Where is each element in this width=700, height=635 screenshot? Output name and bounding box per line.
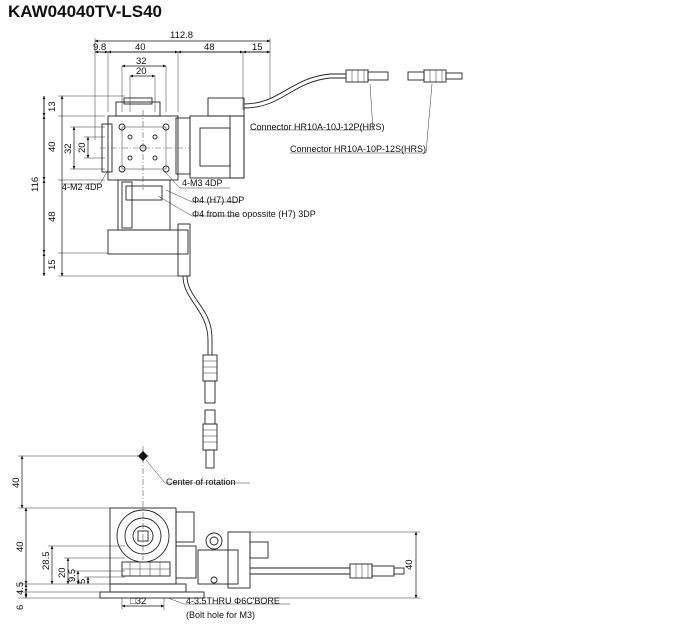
- dim-40-center-height: 40: [11, 477, 22, 488]
- dim-20-width: 20: [136, 66, 147, 77]
- dim-13: 13: [47, 101, 58, 112]
- note-pin-hole: Φ4 (H7) 4DP: [192, 195, 244, 205]
- dim-116: 116: [30, 177, 41, 192]
- dim-4-5: 4.5: [15, 582, 26, 595]
- dim-40-height: 40: [47, 141, 58, 152]
- dim-15-height: 15: [47, 259, 58, 270]
- dim-48-height: 48: [47, 211, 58, 222]
- note-connector-12p: Connector HR10A-10J-12P(HRS): [250, 122, 385, 132]
- dim-20-front: 20: [57, 567, 68, 578]
- note-m2-tap: 4-M2 4DP: [62, 182, 103, 192]
- dim-112-8: 112.8: [170, 30, 193, 41]
- note-m3-tap: 4-M3 4DP: [182, 178, 223, 188]
- top-view: 112.8 9.8 40 48 15 32 20 13 40 32 20 116…: [30, 30, 463, 469]
- front-view: Center of rotation 40 40 28.5 20 9.5 5 4…: [11, 446, 420, 620]
- dim-15: 15: [252, 42, 263, 53]
- dim-6: 6: [15, 605, 26, 610]
- drawing-title: KAW04040TV-LS40: [8, 2, 163, 21]
- dim-9-5: 9.5: [67, 569, 78, 582]
- note-connector-12s: Connector HR10A-10P-12S(HRS): [290, 144, 426, 154]
- dim-square-32: □32: [130, 596, 146, 607]
- note-bolt-hole: (Bolt hole for M3): [186, 610, 255, 620]
- note-thru-hole: 4-3.5THRU Φ6C'BORE: [186, 596, 280, 606]
- dim-40-body-height: 40: [15, 541, 26, 552]
- dim-9-8: 9.8: [93, 42, 106, 53]
- dim-32-height: 32: [63, 143, 74, 154]
- dim-5: 5: [77, 579, 88, 584]
- dim-20-height: 20: [77, 142, 88, 153]
- dim-28-5: 28.5: [41, 552, 52, 571]
- dim-32-width: 32: [136, 56, 147, 67]
- note-center-of-rotation: Center of rotation: [166, 477, 236, 487]
- note-pin-hole-opposite: Φ4 from the opossite (H7) 3DP: [192, 209, 316, 219]
- dim-48: 48: [204, 42, 215, 53]
- dim-40-width: 40: [135, 42, 146, 53]
- dim-40-right: 40: [404, 559, 415, 570]
